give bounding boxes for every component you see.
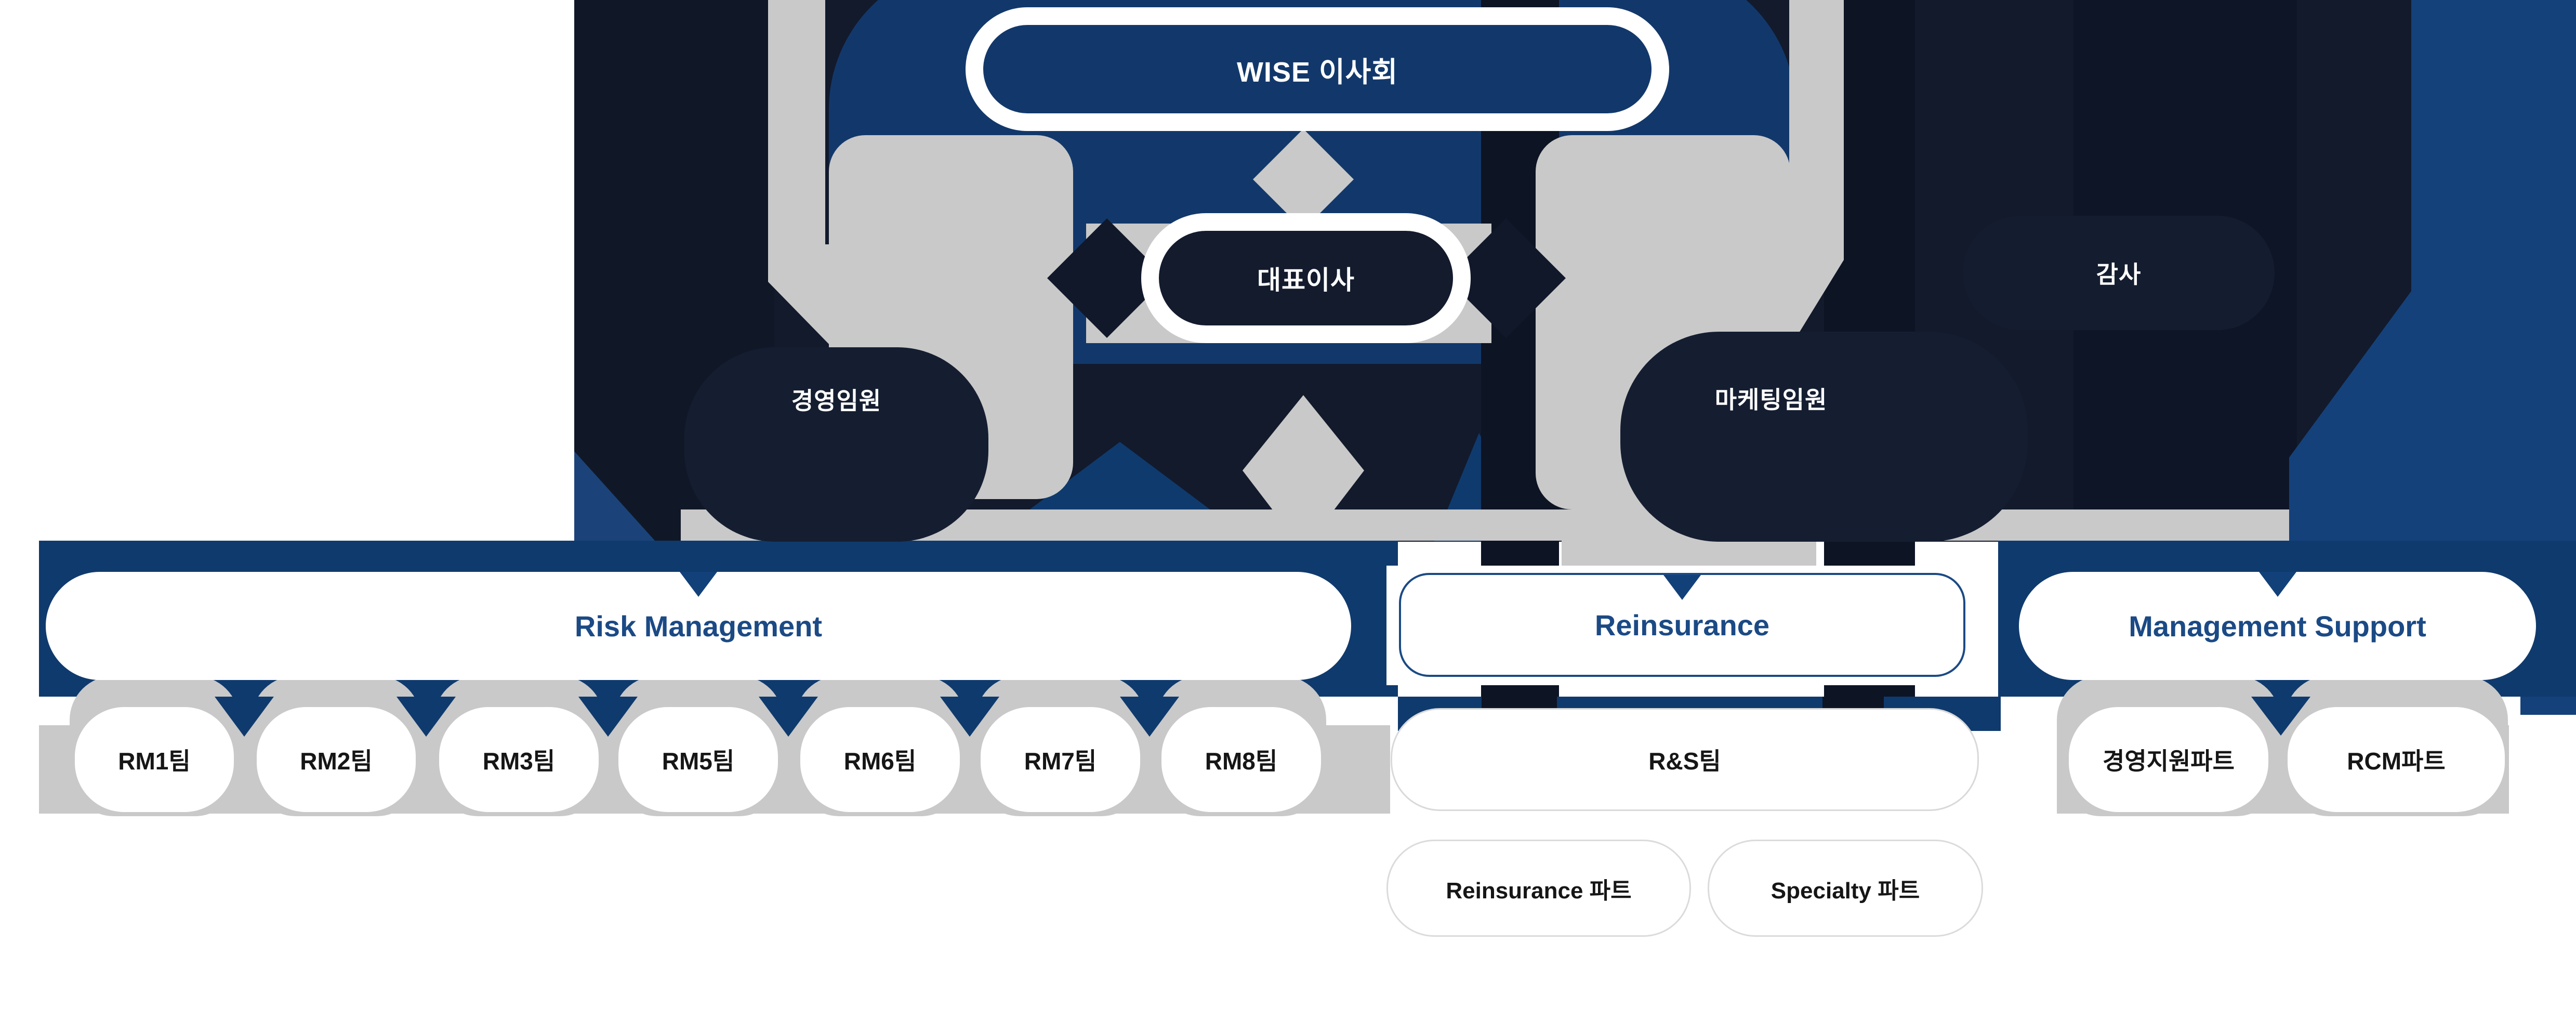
band-notch xyxy=(2251,697,2310,736)
band-notch xyxy=(940,697,999,737)
team-label: RM6팀 xyxy=(843,748,917,775)
connector-arrow-down-icon xyxy=(680,572,717,597)
division-management-support: Management Support xyxy=(2019,572,2536,680)
team-label: RM3팀 xyxy=(482,748,556,775)
part-reinsurance: Reinsurance 파트 xyxy=(1386,840,1691,937)
team-rm8: RM8팀 xyxy=(1161,707,1321,812)
executive-label: 경영임원 xyxy=(791,387,882,414)
executive-label: 마케팅임원 xyxy=(1714,386,1828,413)
part-specialty: Specialty 파트 xyxy=(1708,840,1983,937)
team-label: RM8팀 xyxy=(1205,748,1278,775)
board-label: WISE 이사회 xyxy=(1236,56,1398,88)
team-rm2: RM2팀 xyxy=(257,707,416,812)
team-rm1: RM1팀 xyxy=(75,707,234,812)
executive-node-management: 경영임원 xyxy=(684,347,988,451)
auditor-node: 감사 xyxy=(1963,216,2275,330)
team-label: RM7팀 xyxy=(1024,748,1097,775)
corner-navy-wedge xyxy=(574,451,656,542)
connector-arrow-down-icon xyxy=(1663,575,1701,600)
part-label: Reinsurance 파트 xyxy=(1446,878,1632,904)
ceo-label: 대표이사 xyxy=(1257,266,1355,295)
division-reinsurance: Reinsurance xyxy=(1399,573,1965,677)
connector-diamond-board-ceo xyxy=(1253,129,1354,230)
band-notch xyxy=(397,697,456,737)
team-label: RM2팀 xyxy=(300,748,373,775)
division-label: Reinsurance xyxy=(1594,608,1770,642)
team-rm6: RM6팀 xyxy=(800,707,960,812)
exec-pill-left xyxy=(684,347,988,542)
team-rs: R&S팀 xyxy=(1391,708,1979,811)
band-notch xyxy=(759,697,818,737)
team-rm5: RM5팀 xyxy=(618,707,778,812)
team-label: RM5팀 xyxy=(662,748,735,775)
team-label: RCM파트 xyxy=(2347,748,2446,775)
band-notch xyxy=(578,697,638,737)
ceo-node: 대표이사 xyxy=(1141,213,1471,343)
connector-diamond-ceo-down xyxy=(1243,395,1364,550)
team-rm7: RM7팀 xyxy=(981,707,1140,812)
team-rm3: RM3팀 xyxy=(439,707,599,812)
ink-diamond-right xyxy=(1446,218,1566,338)
connector-arrow-down-icon xyxy=(2258,572,2296,597)
executive-node-marketing: 마케팅임원 xyxy=(1620,332,1922,465)
board-node: WISE 이사회 xyxy=(966,7,1669,131)
division-risk-management: Risk Management xyxy=(46,572,1351,680)
right-navy-strip xyxy=(2289,0,2576,715)
band-notch xyxy=(215,697,274,737)
team-management-support-part: 경영지원파트 xyxy=(2069,707,2268,812)
part-label: Specialty 파트 xyxy=(1771,878,1920,904)
auditor-label: 감사 xyxy=(2096,261,2142,288)
exec-pill-right xyxy=(1620,332,2028,542)
team-label: 경영지원파트 xyxy=(2103,748,2235,775)
team-label: RM1팀 xyxy=(118,748,191,775)
ink-diamond-left xyxy=(1047,218,1167,338)
band-notch xyxy=(1120,697,1179,737)
division-label: Risk Management xyxy=(574,609,823,643)
auditor-pill xyxy=(1963,216,2275,330)
division-label: Management Support xyxy=(2129,609,2426,643)
team-label: R&S팀 xyxy=(1648,748,1721,775)
team-rcm-part: RCM파트 xyxy=(2288,707,2505,812)
